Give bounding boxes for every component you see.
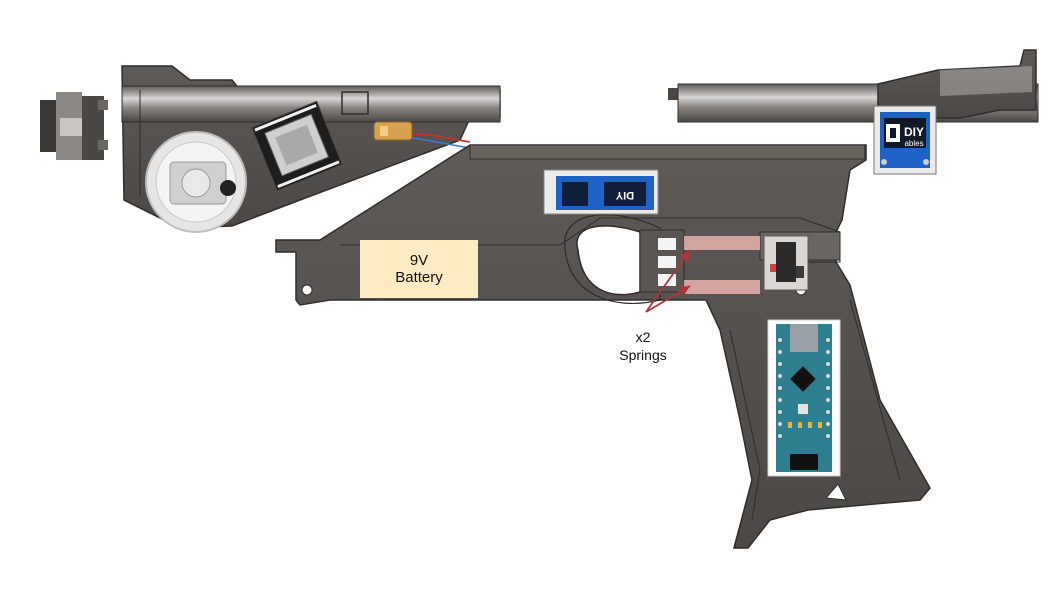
trigger-switch [763,235,809,291]
spring-arrows [645,249,691,313]
springs-count-label: x2 [635,329,651,345]
battery-voltage-label: 9V [409,252,429,269]
battery-name-label: Battery [395,269,443,286]
battery-label-box: 9V Battery [360,240,478,298]
oled-brand-text-1: DIY [615,189,634,201]
spring-lower [684,280,760,294]
arduino-nano [767,319,841,477]
laser-diode [373,121,471,149]
oled-brand-top: DIY [904,125,924,139]
springs [684,236,760,294]
speaker-module [145,131,247,233]
springs-label: x2 Springs [608,329,678,364]
springs-name-label: Springs [619,346,667,363]
rear-barrel [668,49,1039,123]
oled-brand-bottom: ables [904,139,923,148]
spring-upper [684,236,760,250]
oled-display-barrel: DIY ables [873,105,937,175]
oled-display-frame: DIY [543,169,659,215]
end-cap [40,92,108,160]
sd-card-module [251,100,343,192]
